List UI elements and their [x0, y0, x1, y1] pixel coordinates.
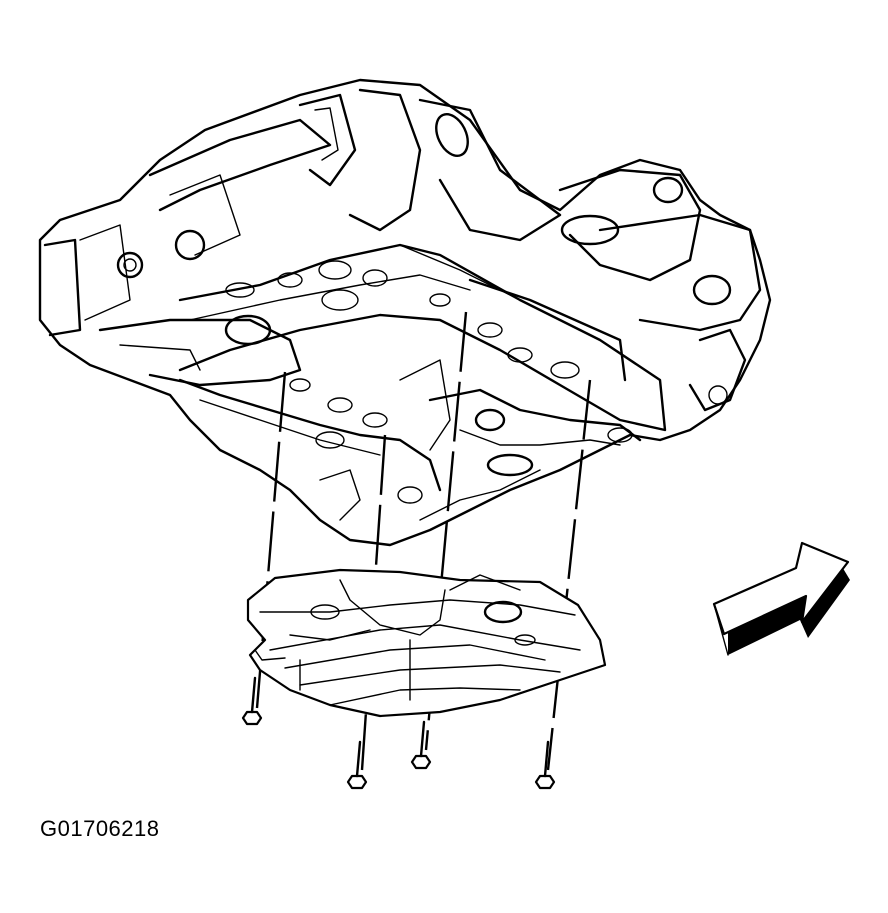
bolt-4	[534, 740, 556, 790]
arrow-right-front-icon	[712, 541, 850, 656]
figure-id-label: G01706218	[40, 816, 160, 841]
bolt-2	[346, 740, 368, 790]
frame-cradle	[38, 78, 772, 547]
bolt-3	[410, 720, 432, 770]
underbody-shield	[246, 568, 607, 718]
fasteners	[241, 676, 556, 790]
bolt-1	[241, 676, 263, 726]
alignment-line-4	[546, 379, 592, 771]
